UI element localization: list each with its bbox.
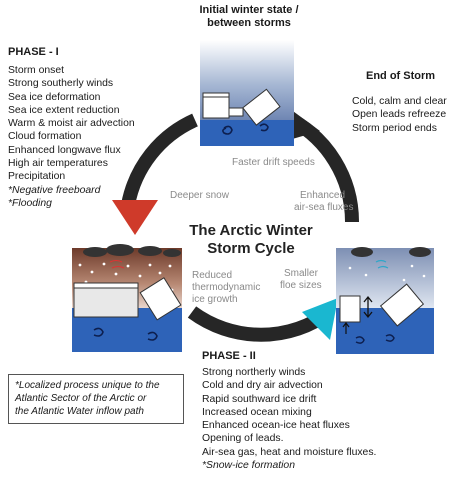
phase-one-title: PHASE - I: [8, 46, 59, 58]
list-item: Sea ice deformation: [8, 91, 101, 103]
list-item: Storm period ends: [352, 122, 437, 134]
phase-two-title: PHASE - II: [202, 350, 256, 362]
phase-one-section: PHASE - I Storm onset Strong southerly w…: [8, 46, 135, 210]
phase-one-panel: [72, 244, 182, 352]
list-item: Opening of leads.: [202, 433, 284, 445]
initial-state-panel: [200, 40, 294, 146]
initial-state-title-line: between storms: [207, 17, 291, 29]
list-item: Sea ice extent reduction: [8, 104, 120, 116]
caption-line: floe sizes: [280, 280, 322, 291]
list-item: Rapid southward ice drift: [202, 393, 317, 405]
end-of-storm-heading: End of Storm: [366, 70, 436, 82]
initial-state-title: Initial winter state / between storms: [196, 4, 302, 30]
floe-size-caption: Smaller floe sizes: [280, 268, 322, 292]
caption-line: Smaller: [284, 268, 318, 279]
caption-line: thermodynamic: [192, 282, 261, 293]
initial-state-title-line: Initial winter state /: [199, 4, 299, 16]
list-item: Cold, calm and clear: [352, 96, 447, 107]
list-item: Strong southerly winds: [8, 78, 114, 90]
reduced-growth-caption: Reduced thermodynamic ice growth: [192, 270, 260, 306]
caption-line: Enhanced: [300, 190, 346, 201]
cyan-arrowhead: [302, 298, 338, 340]
atlantic-note-box: *Localized process unique to the Atlanti…: [8, 374, 184, 424]
red-arrowhead: [112, 200, 158, 235]
cycle-title-line: The Arctic Winter: [189, 222, 313, 239]
list-item: Storm onset: [8, 65, 65, 76]
faster-drift-caption: Faster drift speeds: [232, 157, 315, 168]
cycle-title-line: Storm Cycle: [207, 240, 295, 257]
list-item: Strong northerly winds: [202, 367, 306, 378]
list-item: *Snow-ice formation: [202, 460, 295, 472]
swirl-icon: [222, 125, 233, 135]
list-item: Open leads refreeze: [352, 109, 447, 121]
list-item: Warm & moist air advection: [8, 118, 135, 130]
cycle-title: The Arctic Winter Storm Cycle: [180, 222, 322, 258]
phase-two-section: PHASE - II Strong northerly winds Cold a…: [202, 350, 376, 472]
list-item: Increased ocean mixing: [202, 406, 312, 418]
list-item: *Negative freeboard: [8, 184, 101, 196]
end-of-storm-section: Cold, calm and clear Open leads refreeze…: [352, 95, 447, 135]
list-item: Enhanced ocean-ice heat fluxes: [202, 420, 350, 432]
air-sea-flux-caption: Enhanced air-sea fluxes: [294, 190, 353, 214]
list-item: High air temperatures: [8, 158, 108, 170]
end-of-storm-title: End of Storm: [366, 70, 435, 82]
deeper-snow-caption: Deeper snow: [170, 190, 229, 201]
caption-line: Reduced: [192, 270, 233, 281]
list-item: *Flooding: [8, 197, 52, 209]
list-item: Cold and dry air advection: [202, 380, 323, 392]
list-item: Precipitation: [8, 171, 66, 183]
caption-line: ice growth: [192, 294, 238, 305]
list-item: Cloud formation: [8, 131, 82, 143]
note-line: *Localized process unique to the: [15, 380, 160, 391]
phase-two-panel: [336, 247, 434, 354]
caption-line: air-sea fluxes: [294, 202, 354, 213]
note-line: the Atlantic Water inflow path: [15, 406, 144, 417]
note-line: Atlantic Sector of the Arctic or: [15, 393, 147, 404]
list-item: Air-sea gas, heat and moisture fluxes.: [202, 446, 377, 458]
list-item: Enhanced longwave flux: [8, 144, 121, 156]
